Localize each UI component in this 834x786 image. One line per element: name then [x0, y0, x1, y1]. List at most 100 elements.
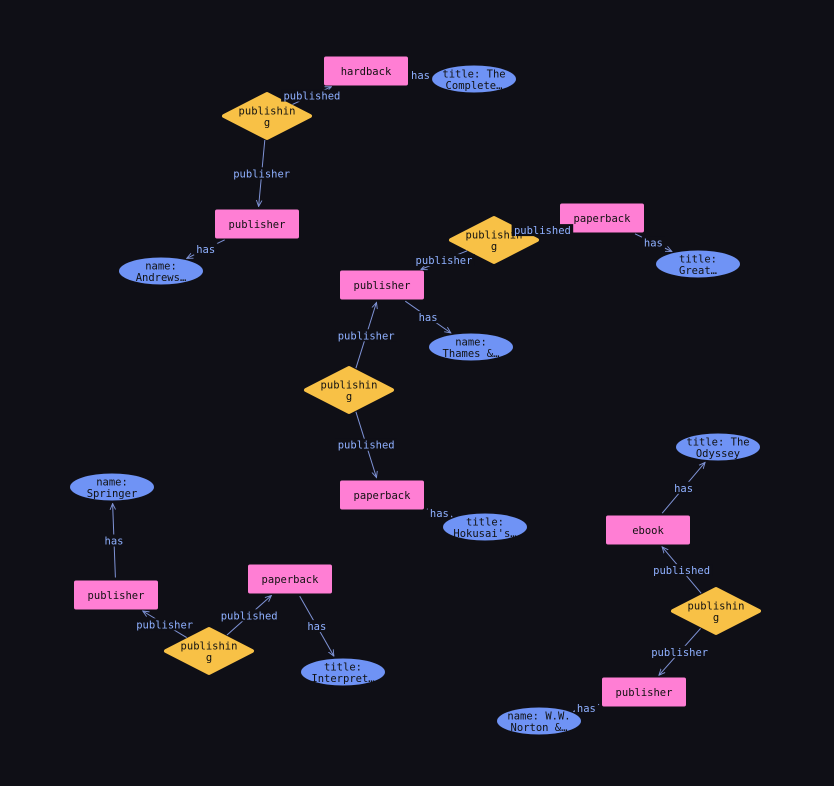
- node-label: Springer: [87, 488, 138, 500]
- edge-label: publisher: [651, 647, 708, 659]
- entity-node[interactable]: paperback: [340, 480, 424, 510]
- edge-label-background: [281, 89, 343, 102]
- edge-labels-layer: has published publisher has published has publ…: [102, 69, 713, 715]
- edge-label: published: [514, 225, 571, 237]
- node-label: name:: [145, 260, 177, 272]
- node-label: publishin: [466, 229, 523, 241]
- edge-label: publisher: [416, 255, 473, 267]
- entity-node[interactable]: publisher: [602, 677, 686, 707]
- attribute-ellipse: [429, 333, 513, 361]
- edge-label-background: [230, 167, 293, 180]
- node-label: publisher: [88, 590, 145, 602]
- entity-node[interactable]: paperback: [560, 203, 644, 233]
- entity-node[interactable]: publisher: [215, 209, 299, 239]
- node-label: name:: [455, 336, 487, 348]
- node-label: paperback: [354, 490, 412, 502]
- attribute-node[interactable]: title: TheComplete…: [432, 65, 516, 93]
- node-label: Odyssey: [696, 448, 740, 460]
- entity-node[interactable]: hardback: [324, 56, 408, 86]
- node-label: title: The: [686, 436, 749, 448]
- node-label: publisher: [229, 219, 286, 231]
- entity-node[interactable]: publisher: [340, 270, 424, 300]
- node-label: title: The: [442, 68, 505, 80]
- relationship-diamond: [304, 366, 394, 414]
- node-label: publishin: [321, 379, 378, 391]
- node-label: g: [346, 391, 352, 403]
- edge-label-background: [413, 254, 475, 267]
- edge-label-background: [194, 243, 218, 256]
- attribute-node[interactable]: name:Springer: [70, 473, 154, 501]
- edge-label: publisher: [136, 619, 193, 631]
- node-label: g: [713, 612, 719, 624]
- node-label: publishin: [239, 105, 296, 117]
- attribute-ellipse: [432, 65, 516, 93]
- node-label: paperback: [262, 574, 320, 586]
- node-label: hardback: [341, 66, 392, 78]
- node-label: paperback: [574, 213, 632, 225]
- edge-label: published: [338, 440, 395, 452]
- edge-label-background: [672, 481, 696, 494]
- node-label: Norton &…: [511, 722, 568, 734]
- node-label: Andrews…: [136, 272, 187, 284]
- attribute-ellipse: [443, 513, 527, 541]
- entity-node[interactable]: paperback: [248, 564, 332, 594]
- edge-label-background: [416, 311, 440, 324]
- attribute-node[interactable]: title:Hokusai's…: [443, 513, 527, 541]
- entity-box: [560, 203, 644, 233]
- relationship-diamond: [671, 587, 761, 635]
- attribute-ellipse: [676, 433, 760, 461]
- entity-node[interactable]: publisher: [74, 580, 158, 610]
- node-label: publisher: [616, 687, 673, 699]
- node-label: Thames &…: [443, 348, 500, 360]
- node-label: title:: [324, 661, 362, 673]
- edges-layer: [113, 74, 706, 711]
- node-label: Complete…: [446, 80, 503, 92]
- attribute-node[interactable]: title:Great…: [656, 250, 740, 278]
- node-label: publishin: [688, 600, 745, 612]
- relationship-diamond: [164, 627, 254, 675]
- edge-label-background: [641, 236, 665, 249]
- attribute-node[interactable]: name: W.W.Norton &…: [497, 707, 581, 735]
- edge-label-background: [408, 69, 433, 81]
- entity-node[interactable]: ebook: [606, 515, 690, 545]
- edge-label-background: [218, 609, 280, 622]
- attribute-node[interactable]: title:Interpret…: [301, 658, 385, 686]
- attribute-ellipse: [301, 658, 385, 686]
- edge-label: published: [283, 91, 340, 103]
- edge-label: has: [307, 621, 326, 633]
- edge-label-background: [335, 438, 397, 451]
- entity-box: [340, 270, 424, 300]
- edge-label: has: [577, 703, 596, 715]
- relationship-diamond: [222, 92, 312, 140]
- edge-label-background: [335, 329, 397, 342]
- edge-label: has: [430, 508, 449, 520]
- entity-box: [606, 515, 690, 545]
- edge-label-background: [511, 224, 574, 237]
- edge-label: publisher: [338, 330, 395, 342]
- edge-label: has: [419, 312, 438, 324]
- node-label: title:: [679, 253, 717, 265]
- node-label: name: W.W.: [507, 710, 570, 722]
- attribute-node[interactable]: name:Thames &…: [429, 333, 513, 361]
- node-label: name:: [96, 476, 128, 488]
- edge-label-background: [133, 618, 196, 631]
- edge-label: published: [221, 610, 278, 622]
- edge-label-background: [648, 645, 711, 658]
- attribute-ellipse: [656, 250, 740, 278]
- edge-label: published: [653, 565, 710, 577]
- edge-label: has: [674, 483, 693, 495]
- edge-label-background: [574, 701, 598, 714]
- node-label: Interpret…: [311, 673, 374, 685]
- node-label: g: [206, 652, 212, 664]
- entity-box: [248, 564, 332, 594]
- node-label: publishin: [181, 640, 238, 652]
- edge-label: has: [196, 244, 215, 256]
- attribute-node[interactable]: name:Andrews…: [119, 257, 203, 285]
